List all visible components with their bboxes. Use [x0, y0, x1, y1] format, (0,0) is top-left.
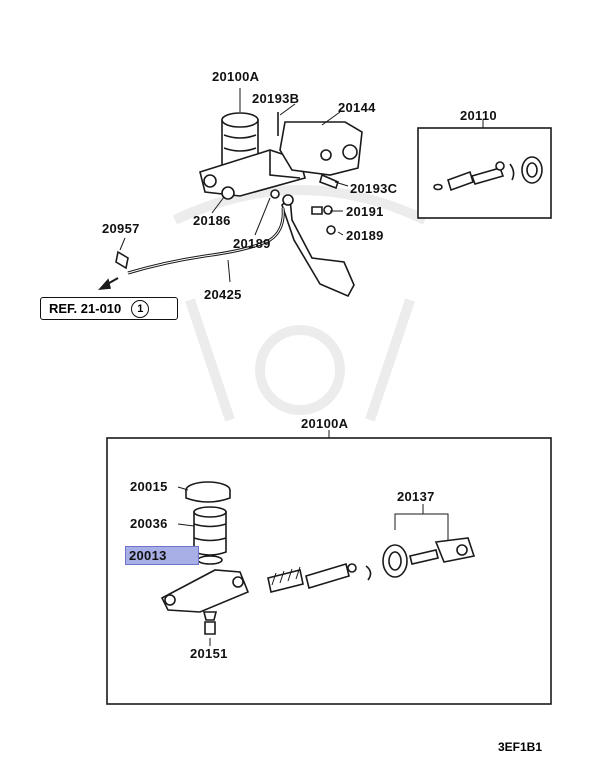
label-20015: 20015	[130, 479, 168, 494]
reference-box[interactable]: REF. 21-010 1	[40, 297, 178, 320]
label-20186: 20186	[193, 213, 231, 228]
label-20193c: 20193C	[350, 181, 398, 196]
detail-box	[106, 430, 552, 705]
label-20151: 20151	[190, 646, 228, 661]
label-20189-right: 20189	[346, 228, 384, 243]
label-20013-highlighted[interactable]: 20013	[125, 546, 199, 565]
label-20144: 20144	[338, 100, 376, 115]
label-20189-left: 20189	[233, 236, 271, 251]
label-20957: 20957	[102, 221, 140, 236]
label-20191: 20191	[346, 204, 384, 219]
label-20036: 20036	[130, 516, 168, 531]
reference-text: REF. 21-010	[49, 301, 122, 316]
diagram-code: 3EF1B1	[498, 740, 543, 754]
reference-index: 1	[131, 299, 150, 318]
label-20193b: 20193B	[252, 91, 300, 106]
label-20137: 20137	[397, 489, 435, 504]
label-20100a-top: 20100A	[212, 69, 260, 84]
repair-kit-box	[417, 120, 552, 219]
label-20100a-detail: 20100A	[301, 416, 349, 431]
label-20110: 20110	[460, 108, 497, 123]
master-cylinder-top	[98, 88, 363, 298]
label-20425: 20425	[204, 287, 242, 302]
